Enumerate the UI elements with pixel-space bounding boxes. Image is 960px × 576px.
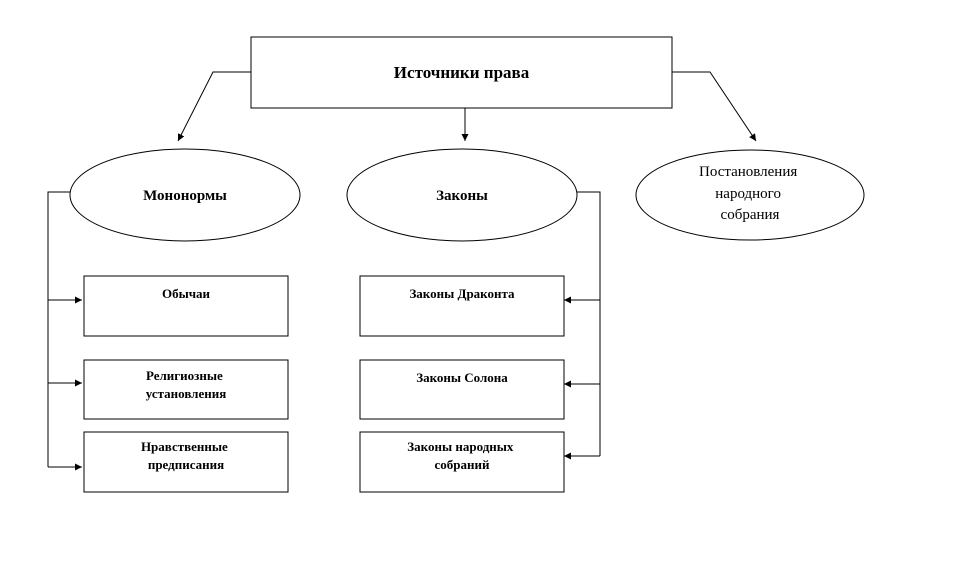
item-box-customs: Обычаи [83,275,289,337]
item-label-customs: Обычаи [162,286,211,301]
root-label: Источники права [394,63,530,82]
category-label-assembly-decrees: Постановления народного собрания [699,164,801,223]
item-label-moral-prescriptions-line-1: Нравственные [141,439,228,454]
item-box-religious-establishments: Религиозные установления [83,359,289,420]
item-label-assembly-laws: Законы народных собраний [407,439,516,472]
item-label-draco-laws: Законы Драконта [409,286,515,301]
item-label-religious-establishments-line-1: Религиозные [146,368,223,383]
category-label-assembly-decrees-line-1: Постановления [699,164,797,180]
item-label-religious-establishments: Религиозные установления [146,368,227,401]
connector-mononorms-spine [47,191,70,467]
item-label-solon-laws: Законы Солона [416,370,508,385]
category-label-assembly-decrees-line-3: собрания [721,207,780,223]
item-box-moral-prescriptions: Нравственные предписания [83,431,289,493]
category-label-laws: Законы [436,188,488,204]
item-label-assembly-laws-line-2: собраний [435,457,490,472]
item-box-draco-laws: Законы Драконта [359,275,565,337]
connector-root-to-assembly-decrees [672,71,757,142]
category-label-assembly-decrees-line-2: народного [715,186,781,202]
item-label-assembly-laws-line-1: Законы народных [407,439,514,454]
item-label-religious-establishments-line-2: установления [146,386,227,401]
connector-root-to-mononorms [177,71,251,142]
category-node-assembly-decrees: Постановления народного собрания [635,149,865,241]
root-node: Источники права [250,36,673,109]
connector-laws-spine [576,191,601,456]
category-node-mononorms: Мононормы [69,148,301,242]
category-node-laws: Законы [346,148,578,242]
item-box-solon-laws: Законы Солона [359,359,565,420]
category-label-mononorms: Мононормы [143,188,227,204]
item-label-moral-prescriptions: Нравственные предписания [141,439,231,472]
item-label-moral-prescriptions-line-2: предписания [148,457,224,472]
item-box-assembly-laws: Законы народных собраний [359,431,565,493]
